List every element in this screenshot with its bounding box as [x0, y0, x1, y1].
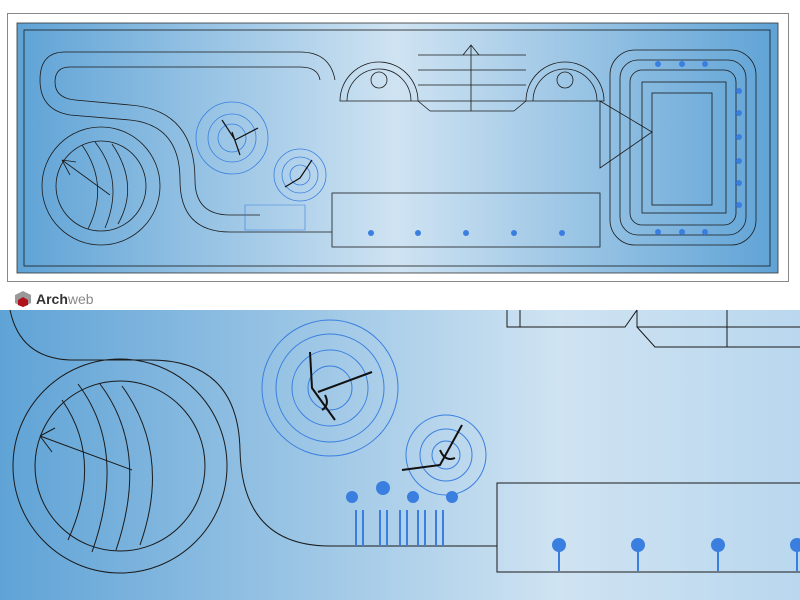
shallow-platform [331, 192, 601, 248]
steps [417, 44, 527, 112]
whirlpool-inner [55, 140, 147, 232]
swimmers-top [221, 119, 313, 188]
plan-overview-frame [7, 13, 789, 282]
swimmer-icon [309, 351, 373, 421]
spa-outer [609, 49, 757, 246]
swimmer-icon [401, 424, 463, 471]
water-jets-detail [346, 481, 800, 571]
fountain-icons-top [368, 61, 742, 236]
logo-text-light: web [67, 291, 94, 307]
swimmer-icon [284, 159, 313, 188]
archweb-logo: Archweb [14, 290, 94, 308]
detail-plan [0, 309, 800, 600]
swimmer-ripples-top [195, 101, 327, 231]
whirlpool-outer [41, 126, 161, 246]
shallow-platform-detail [496, 482, 800, 573]
archweb-logo-icon [15, 291, 31, 307]
arch-right [525, 61, 605, 102]
lazy-river-channel [39, 51, 336, 233]
lazy-river-channel-detail [9, 309, 497, 547]
overview-plan [16, 22, 779, 274]
arch-left [339, 61, 419, 102]
logo-text-strong: Arch [36, 291, 68, 307]
whirlpool-outer-detail [12, 358, 228, 574]
swimmer-icon [221, 119, 259, 156]
whirlpool-inner-detail [34, 380, 206, 552]
